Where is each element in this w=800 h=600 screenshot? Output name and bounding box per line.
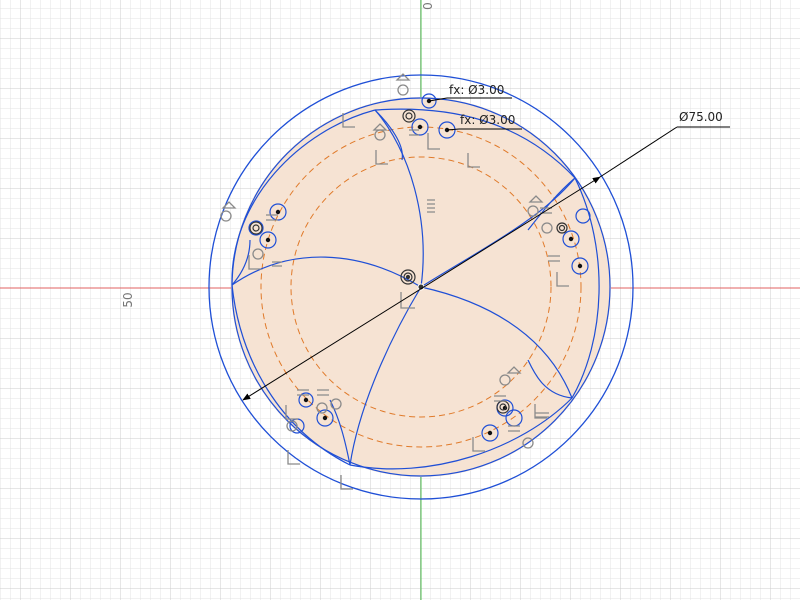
hole-circle bbox=[421, 93, 437, 109]
perpendicular-icon bbox=[285, 405, 298, 420]
center-point bbox=[322, 415, 328, 421]
tangent-icon bbox=[374, 129, 386, 141]
hole-circle bbox=[411, 118, 429, 136]
center-point bbox=[417, 124, 423, 130]
tangent-icon bbox=[522, 437, 534, 449]
concentric-icon bbox=[402, 109, 416, 123]
center-point bbox=[303, 397, 309, 403]
hole-circle bbox=[481, 424, 499, 442]
blade-arc bbox=[329, 399, 351, 466]
tangent-icon bbox=[221, 201, 237, 209]
blade-arc bbox=[231, 109, 376, 286]
blade-arc bbox=[374, 108, 576, 179]
outer-circle[interactable] bbox=[208, 74, 634, 500]
equal-icon bbox=[508, 425, 520, 432]
hole-circle bbox=[316, 409, 334, 427]
perpendicular-icon bbox=[427, 133, 440, 150]
center-point bbox=[265, 237, 271, 243]
blade-arc bbox=[349, 397, 573, 470]
ruler-label-top: 0 bbox=[421, 2, 435, 10]
tangent-icon bbox=[220, 210, 232, 222]
center-point bbox=[568, 236, 574, 242]
hole-circle bbox=[438, 121, 456, 139]
blade-arc bbox=[374, 109, 403, 161]
ruler-label-50: 50 bbox=[121, 292, 135, 307]
tangent-icon bbox=[286, 420, 298, 432]
equal-icon bbox=[409, 129, 419, 136]
diameter-leader-line bbox=[599, 126, 678, 178]
perpendicular-icon bbox=[340, 475, 353, 490]
hole-dimension-text-1[interactable]: fx: Ø3.00 bbox=[449, 83, 504, 97]
perpendicular-icon bbox=[534, 404, 547, 419]
hole-dimension-leader-1 bbox=[428, 97, 448, 102]
tangent-icon bbox=[316, 402, 328, 414]
perpendicular-icon bbox=[342, 113, 355, 128]
perpendicular-icon bbox=[287, 450, 300, 465]
perpendicular-icon bbox=[467, 153, 480, 168]
center-point bbox=[487, 430, 493, 436]
center-point bbox=[577, 263, 583, 269]
tangent-icon bbox=[397, 84, 409, 96]
center-point bbox=[275, 209, 281, 215]
equal-icon bbox=[535, 412, 549, 418]
hole-dimension-leader-2 bbox=[446, 128, 460, 131]
perpendicular-icon bbox=[375, 150, 388, 165]
hole-dimension-text-2[interactable]: fx: Ø3.00 bbox=[460, 113, 515, 127]
tangent-icon bbox=[395, 73, 411, 81]
diameter-dimension-text[interactable]: Ø75.00 bbox=[679, 110, 723, 124]
perpendicular-icon bbox=[472, 437, 485, 452]
diameter-dimension-line[interactable] bbox=[242, 176, 601, 401]
